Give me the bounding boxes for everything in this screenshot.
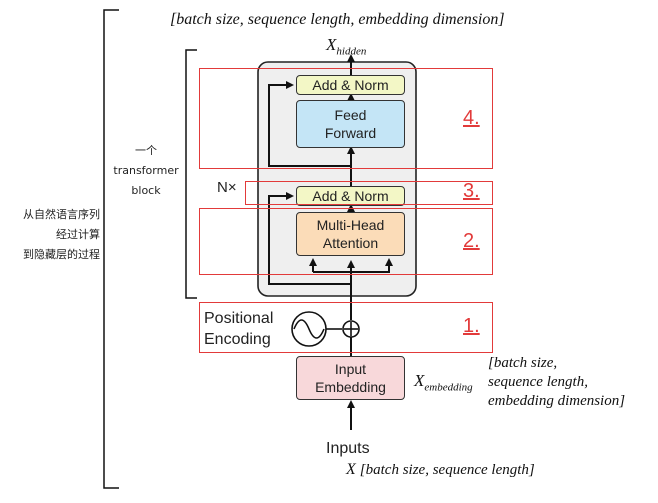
step-number-2: 2. [463,230,480,252]
outer-bracket [103,9,119,489]
input-embedding-block: Input Embedding [296,356,405,400]
residual-connection-1 [268,192,351,285]
x-input-label: X [batch size, sequence length] [346,461,535,478]
step-number-4: 4. [463,107,480,129]
step-number-1: 1. [463,315,480,337]
inputs-label: Inputs [326,440,370,457]
step-number-3: 3. [463,180,480,202]
embedding-shape-label: [batch size, sequence length, embedding … [488,355,626,409]
highlight-box-2 [199,208,493,275]
top-shape-label: [batch size, sequence length, embedding … [170,11,505,28]
highlight-box-3 [245,181,493,205]
repeat-label: N× [217,179,237,196]
block-bracket [185,49,197,299]
add-icon [342,320,360,338]
block-label: 一个 transformer block [113,144,179,197]
positional-encoding-label: Positional Encoding [204,310,274,348]
x-embedding-label: Xembedding [414,371,473,394]
add-norm-block-mid: Add & Norm [296,186,405,206]
feed-forward-block: Feed Forward [296,100,405,148]
x-hidden-label: Xhidden [326,35,367,58]
outer-brace-label: 从自然语言序列 经过计算 到隐藏层的过程 [23,208,100,261]
residual-connection-2 [268,81,351,167]
multi-head-attention-block: Multi-Head Attention [296,212,405,256]
highlight-box-4 [199,68,493,169]
highlight-box-1 [199,302,493,353]
add-norm-block-top: Add & Norm [296,75,405,95]
